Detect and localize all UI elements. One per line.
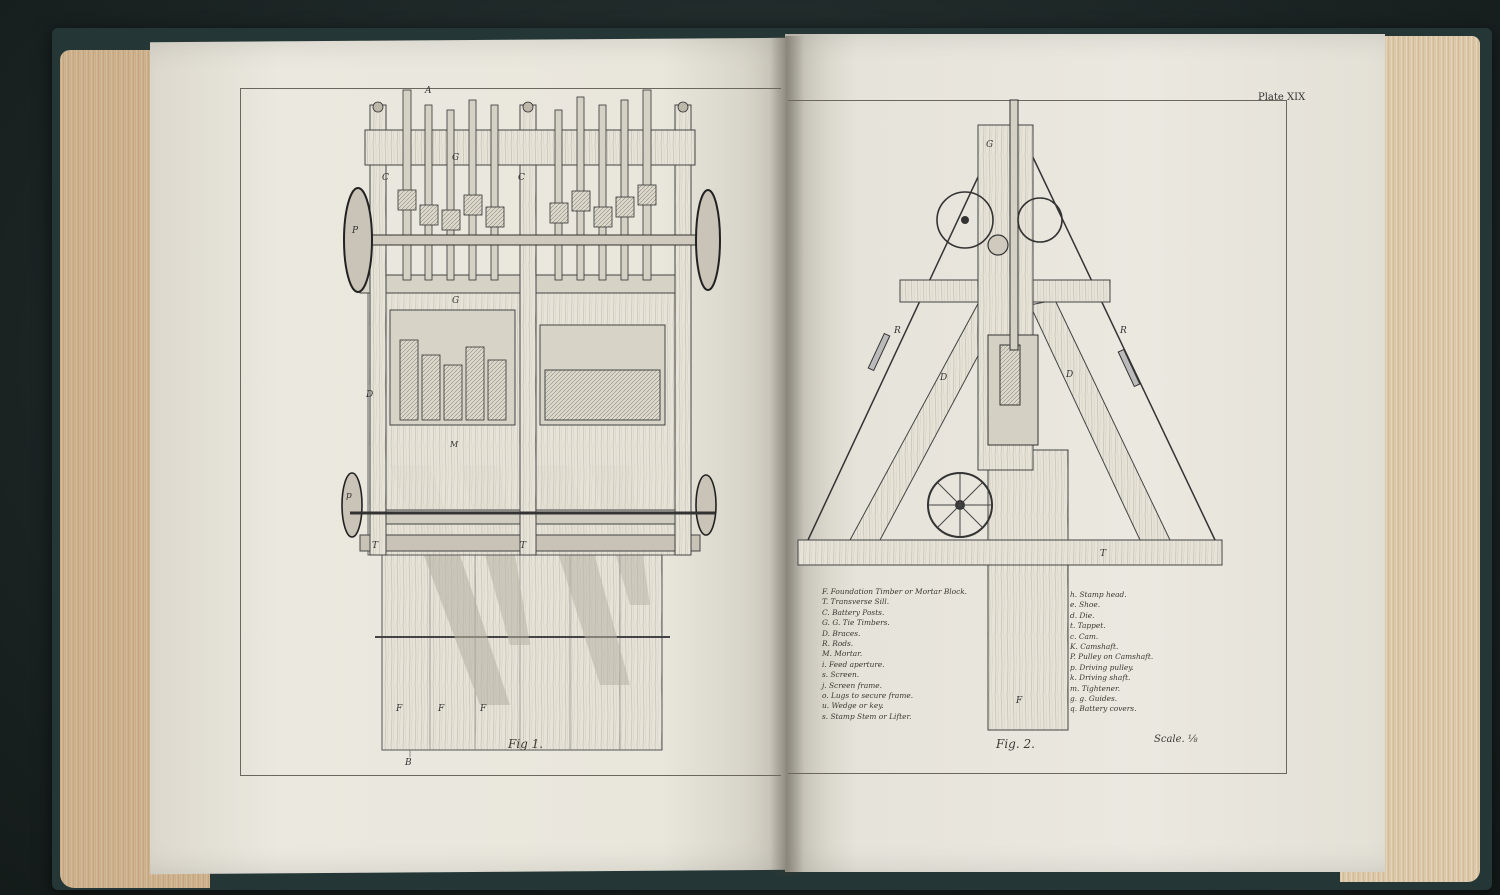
legend-item: g. g. Guides. [1070,694,1118,704]
legend-item: e. Shoe. [1070,600,1101,610]
fig1-letter-p: p [346,491,352,501]
fig1-letter-B: B [404,758,412,768]
fig1-letter-F3: F [479,704,487,714]
fig1-letter-A: A [424,86,432,96]
scale-label: Scale. ⅛ [1154,734,1198,745]
figure-2-caption: Fig. 2. [996,737,1035,751]
fig1-letter-D: D [365,390,373,400]
legend-item: D. Braces. [822,628,861,638]
legend-item: k. Driving shaft. [1070,673,1131,683]
right-page [785,34,1385,872]
legend-item: C. Battery Posts. [822,607,885,617]
legend-item: K. Camshaft. [1070,642,1119,652]
book-gutter [770,36,804,876]
legend-item: G. G. Tie Timbers. [822,618,890,628]
legend-item: m. Tightener. [1070,683,1121,693]
figure-1-caption: Fig 1. [508,737,544,751]
fig1-letter-G: G [452,153,459,163]
legend-item: u. Wedge or key. [822,701,884,711]
legend-item: F. Foundation Timber or Mortar Block. [822,587,968,596]
fig1-letter-M: M [449,440,459,449]
fig2-letter-D2: D [1065,370,1073,380]
legend-item: i. Feed aperture. [822,659,885,669]
fig1-letter-F: F [395,704,403,714]
fig1-letter-T2: T [520,541,527,551]
fig2-letter-G: G [986,140,993,150]
legend-item: P. Pulley on Camshaft. [1070,652,1154,662]
figure-2-stamp-battery-side-elevation: G R R D D T F [797,99,1223,731]
legend-item: o. Lugs to secure frame. [822,691,914,701]
fig2-letter-D: D [939,373,947,383]
legend-item: M. Mortar. [822,649,863,659]
fig1-letter-G2: G [452,296,459,306]
legend-item: j. Screen frame. [822,680,882,690]
legend-item: h. Stamp head. [1070,590,1127,599]
fig1-letter-C2: C [518,173,525,183]
legend-item: t. Tappet. [1070,621,1106,631]
fig1-letter-F2: F [437,704,445,714]
figure-1-stamp-battery-elevation: A G C C P G D M p T T F F F B [341,86,721,768]
fig1-letter-P: P [351,226,359,236]
fig1-letter-T: T [372,541,379,551]
legend-item: R. Rods. [822,639,854,649]
plate-border-right [788,100,1287,774]
fig2-letter-T: T [1100,549,1107,559]
legend-item: q. Battery covers. [1070,704,1137,714]
legend-right-column: h. Stamp head. e. Shoe. d. Die. t. Tappe… [1070,590,1153,715]
plate-number: Plate XIX [1258,92,1306,103]
legend-item: p. Driving pulley. [1070,662,1134,672]
fig2-letter-F: F [1015,696,1023,706]
legend-item: s. Screen. [822,670,860,680]
fig1-letter-C: C [382,173,389,183]
legend-item: T. Transverse Sill. [822,597,890,607]
fig2-letter-R: R [893,326,901,336]
fig2-letter-R2: R [1119,326,1127,336]
legend-left-column: F. Foundation Timber or Mortar Block. T.… [822,587,967,722]
legend-item: d. Die. [1070,610,1095,620]
legend-item: s. Stamp Stem or Lifter. [822,711,912,721]
plate-border-left [240,88,781,776]
legend-item: c. Cam. [1070,631,1099,641]
